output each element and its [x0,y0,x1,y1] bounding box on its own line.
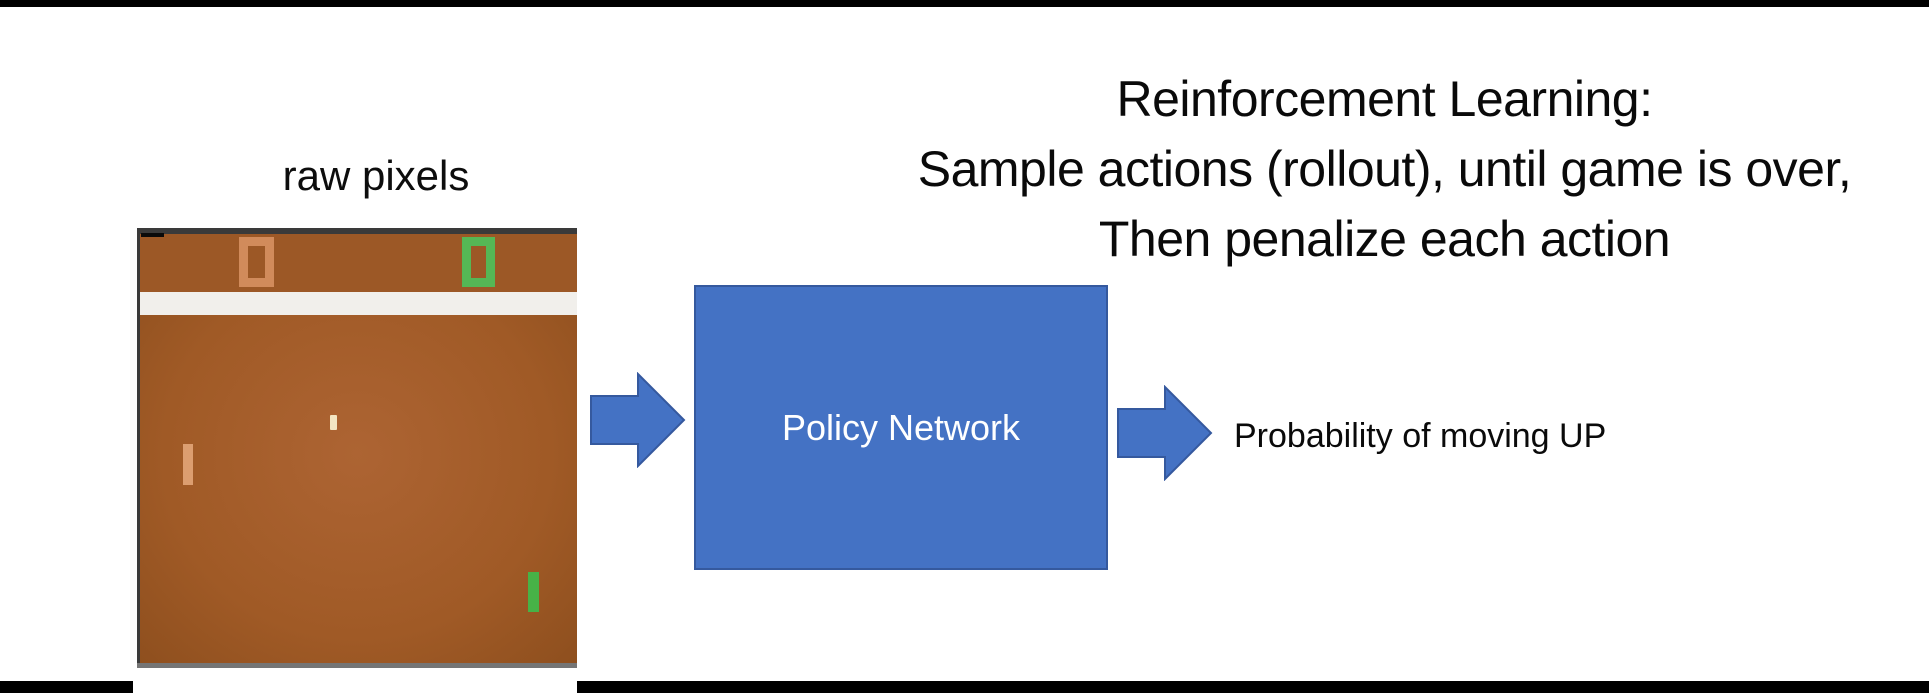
game-score-area [137,234,577,292]
bottom-letterbox-bar-right [577,681,1929,693]
left-paddle [183,444,193,485]
right-paddle [528,572,539,612]
policy-network-box: Policy Network [694,285,1108,570]
game-frame-bottom [137,663,577,668]
probability-output-label: Probability of moving UP [1234,417,1607,455]
game-top-wall [137,292,577,315]
game-frame-left [137,228,140,663]
top-letterbox-bar [0,0,1929,7]
left-player-score-digit [239,237,274,287]
title-line-1: Reinforcement Learning: [1116,71,1653,127]
bottom-letterbox-bar-left [0,681,133,693]
input-arrow-icon [590,372,686,468]
title-line-3: Then penalize each action [1098,211,1671,267]
pong-ball [330,415,337,430]
game-frame-corner-tick [141,233,164,237]
slide-title: Reinforcement Learning: Sample actions (… [840,64,1929,274]
game-playfield [137,315,577,663]
right-player-score-digit [462,237,495,287]
output-arrow-icon [1117,385,1213,481]
title-line-2: Sample actions (rollout), until game is … [917,141,1852,197]
raw-pixels-caption: raw pixels [282,152,470,199]
policy-network-label: Policy Network [781,406,1021,448]
game-frame-top [137,228,577,234]
pong-game-screenshot [137,228,577,668]
